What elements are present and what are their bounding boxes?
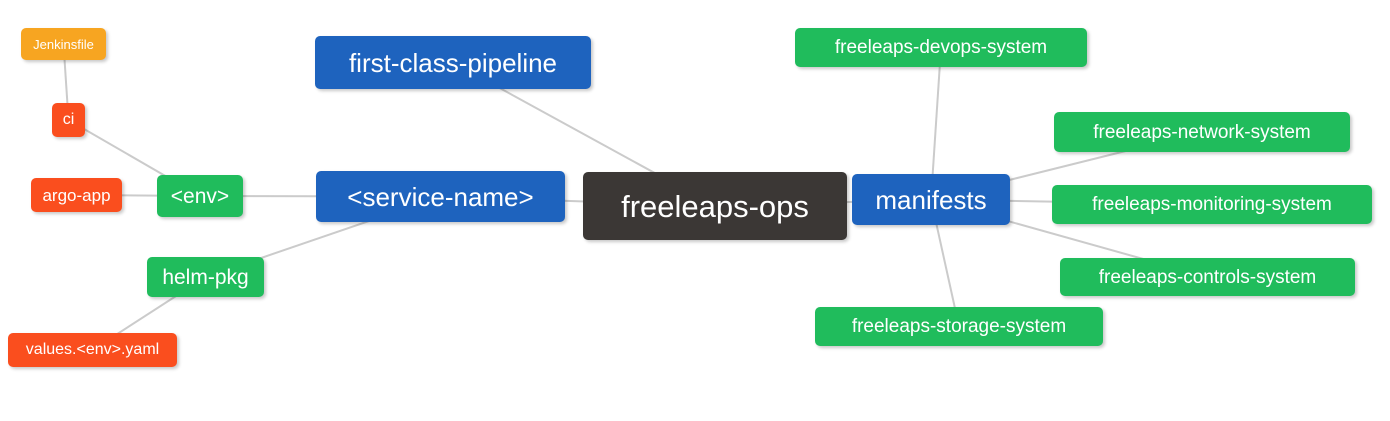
node-values-env-yaml[interactable]: values.<env>.yaml — [8, 333, 177, 367]
node-devops-system[interactable]: freeleaps-devops-system — [795, 28, 1087, 67]
node-controls-system[interactable]: freeleaps-controls-system — [1060, 258, 1355, 296]
node-helm-pkg[interactable]: helm-pkg — [147, 257, 264, 297]
node-service-name[interactable]: <service-name> — [316, 171, 565, 222]
node-first-class-pipeline[interactable]: first-class-pipeline — [315, 36, 591, 89]
node-network-system[interactable]: freeleaps-network-system — [1054, 112, 1350, 152]
node-manifests[interactable]: manifests — [852, 174, 1010, 225]
node-freeleaps-ops[interactable]: freeleaps-ops — [583, 172, 847, 240]
node-env[interactable]: <env> — [157, 175, 243, 217]
node-storage-system[interactable]: freeleaps-storage-system — [815, 307, 1103, 346]
node-argo-app[interactable]: argo-app — [31, 178, 122, 212]
node-ci[interactable]: ci — [52, 103, 85, 137]
node-jenkinsfile[interactable]: Jenkinsfile — [21, 28, 106, 60]
node-monitoring-system[interactable]: freeleaps-monitoring-system — [1052, 185, 1372, 224]
